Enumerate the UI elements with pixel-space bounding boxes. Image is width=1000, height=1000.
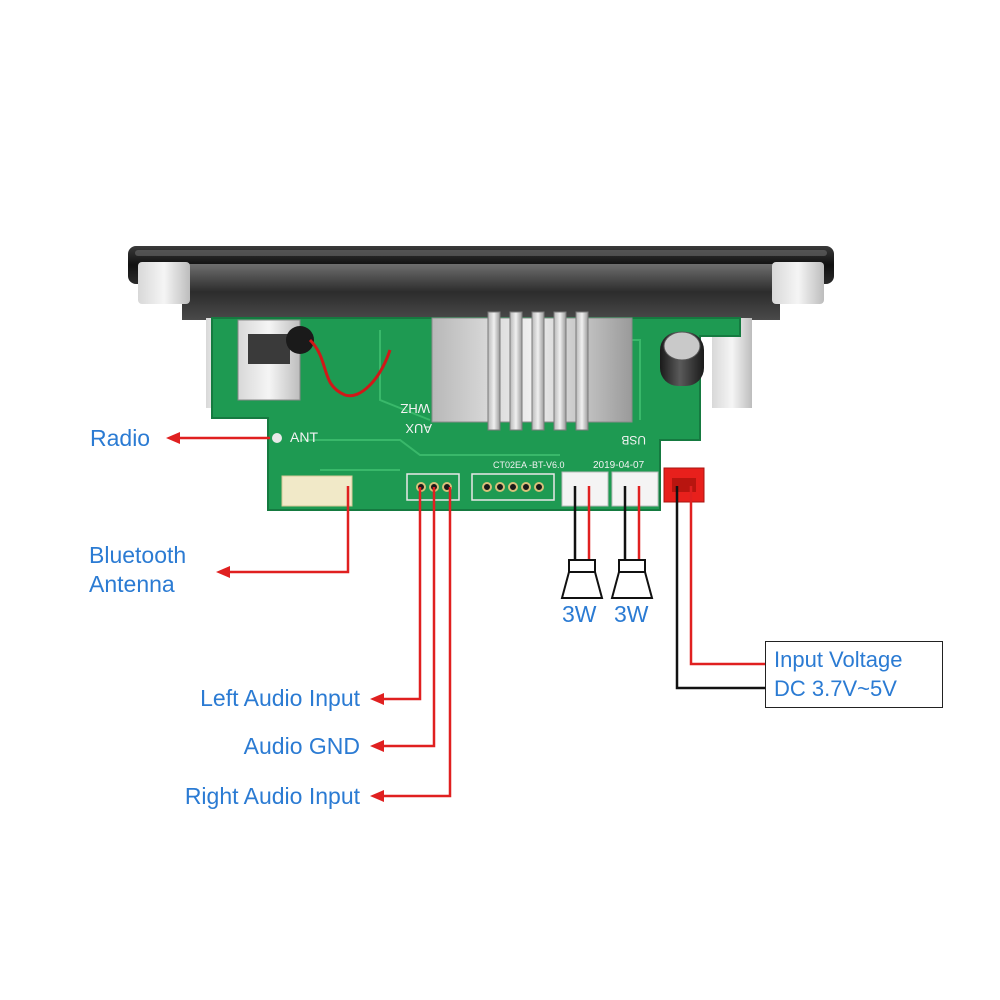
power-red-wire: [689, 486, 766, 666]
bracket-left-ear: [138, 262, 190, 304]
whz-silk: WHZ: [400, 401, 430, 416]
mp3-module: ANT WHZ AUX USB CT02EA -BT-V6.0 2019-04-…: [128, 246, 834, 511]
right-audio-input-label: Right Audio Input: [184, 783, 360, 809]
ant-silk: ANT: [290, 429, 318, 445]
model-silk: CT02EA -BT-V6.0: [493, 460, 565, 470]
front-panel-lip: [135, 250, 827, 256]
speaker-2-label: 3W: [614, 601, 649, 627]
radio-label: Radio: [90, 425, 151, 451]
radio-arrow: [166, 432, 180, 444]
capacitor-top: [663, 331, 701, 361]
date-silk: 2019-04-07: [593, 460, 645, 471]
speaker-2-icon: [610, 559, 654, 599]
bt-wire: [230, 486, 350, 574]
left-audio-input-label: Left Audio Input: [200, 685, 360, 711]
right-audio-wire: [384, 487, 452, 798]
power-connector-slot: [672, 478, 696, 492]
left-audio-wire: [384, 487, 422, 701]
bluetooth-label-line2: Antenna: [89, 570, 175, 597]
left-audio-arrow: [370, 693, 384, 705]
audio-gnd-label: Audio GND: [243, 733, 360, 759]
aux-silk: AUX: [405, 421, 432, 436]
usb-port-slot: [248, 334, 290, 364]
audio-gnd-arrow: [370, 740, 384, 752]
metal-bracket: [182, 264, 780, 320]
bluetooth-label-line1: Bluetooth: [89, 542, 187, 568]
ant-pad: [272, 433, 282, 443]
pcb-traces: [300, 330, 641, 471]
speaker-1-label: 3W: [562, 601, 597, 627]
annotation-wires: [166, 432, 766, 802]
speaker-connector-2: [611, 471, 659, 507]
microphone: [286, 326, 314, 354]
input-voltage-box: Input Voltage DC 3.7V~5V: [765, 641, 943, 709]
input-voltage-line2: DC 3.7V~5V: [774, 675, 897, 701]
heatsink-fins: [487, 311, 589, 431]
five-pin-header-pins: [482, 482, 544, 492]
usb-silk: USB: [621, 433, 646, 447]
speaker-1-icon: [560, 559, 604, 599]
speaker-connector-1: [561, 471, 609, 507]
bluetooth-antenna-label: Bluetooth Antenna: [89, 541, 186, 599]
input-voltage-line1: Input Voltage: [774, 647, 903, 672]
audio-gnd-wire: [384, 487, 436, 748]
right-audio-arrow: [370, 790, 384, 802]
mic-wire: [308, 338, 392, 398]
power-black-wire: [675, 486, 766, 690]
bluetooth-antenna-strip: [281, 475, 353, 507]
bt-arrow: [216, 566, 230, 578]
bracket-right-ear: [772, 262, 824, 304]
